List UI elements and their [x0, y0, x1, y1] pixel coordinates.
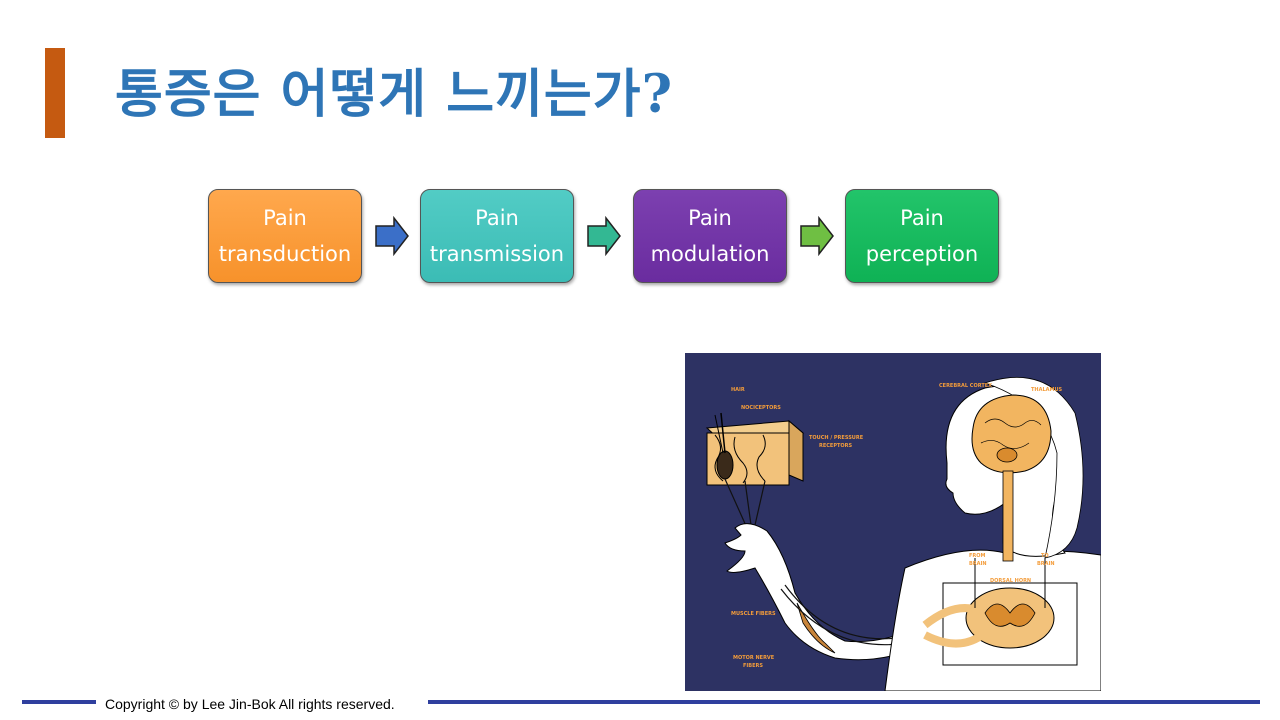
step-label-line2: perception: [865, 242, 979, 266]
label-cerebral-cortex: CEREBRAL CORTEX: [939, 383, 992, 389]
label-hair: HAIR: [731, 387, 745, 393]
brain: [971, 394, 1052, 474]
label-to-line2: BRAIN: [1037, 561, 1055, 567]
footer-rule-right: [428, 700, 1260, 704]
label-touch-line1: TOUCH / PRESSURE: [809, 435, 864, 441]
step-label-line1: Pain: [900, 206, 944, 230]
step-label-line1: Pain: [475, 206, 519, 230]
step-pain-perception: Pain perception: [845, 189, 999, 283]
footer-rule-left: [22, 700, 96, 704]
label-muscle-fibers: MUSCLE FIBERS: [731, 611, 776, 617]
label-to-line1: TO: [1041, 553, 1049, 559]
arrow-right-icon: [375, 216, 409, 256]
step-label-line2: transmission: [429, 242, 565, 266]
step-pain-transmission: Pain transmission: [420, 189, 574, 283]
pain-pathway-drawing: HAIR NOCICEPTORS TOUCH / PRESSURE RECEPT…: [705, 376, 1101, 691]
slide-title: 통증은 어떻게 느끼는가?: [115, 64, 674, 125]
step-label-line1: Pain: [688, 206, 732, 230]
label-touch-line2: RECEPTORS: [819, 443, 853, 449]
spinal-cord: [1002, 470, 1014, 562]
step-label-line1: Pain: [263, 206, 307, 230]
pain-process-flow: Pain transduction Pain transmission Pain…: [208, 189, 1000, 283]
label-motor-line1: MOTOR NERVE: [733, 655, 775, 661]
step-label-line2: modulation: [650, 242, 770, 266]
footer-copyright: Copyright © by Lee Jin-Bok All rights re…: [105, 696, 395, 712]
label-thalamus: THALAMUS: [1031, 387, 1063, 393]
label-from-line2: BRAIN: [969, 561, 987, 567]
title-accent-bar: [45, 48, 65, 138]
label-dorsal-horn: DORSAL HORN: [990, 578, 1031, 584]
pain-pathway-illustration: HAIR NOCICEPTORS TOUCH / PRESSURE RECEPT…: [685, 353, 1101, 691]
arrow-right-icon: [800, 216, 834, 256]
label-from-line1: FROM: [969, 553, 986, 559]
label-motor-line2: FIBERS: [743, 663, 763, 669]
step-pain-modulation: Pain modulation: [633, 189, 787, 283]
arrow-right-icon: [587, 216, 621, 256]
step-label-line2: transduction: [218, 242, 352, 266]
label-nociceptors: NOCICEPTORS: [741, 405, 781, 411]
step-pain-transduction: Pain transduction: [208, 189, 362, 283]
